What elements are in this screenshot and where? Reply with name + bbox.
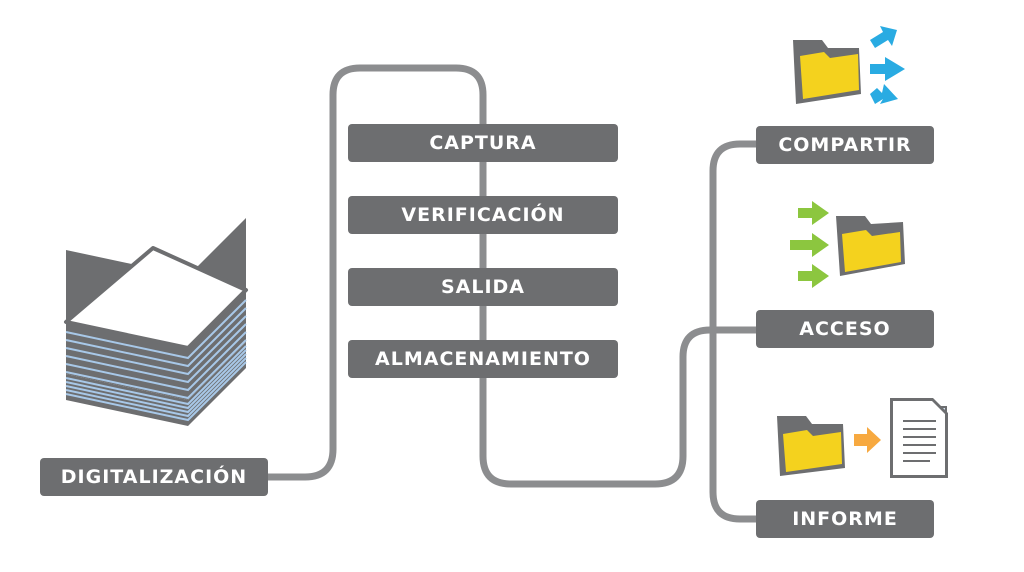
output-informe: INFORME [756, 500, 934, 538]
input-digitalizacion: DIGITALIZACIÓN [40, 458, 268, 496]
output-acceso: ACCESO [756, 310, 934, 348]
output-compartir: COMPARTIR [756, 126, 934, 164]
connector-lines [264, 64, 760, 523]
connector-digitalization-to-process [264, 64, 487, 481]
folder-share-icon [793, 26, 905, 104]
step-captura: CAPTURA [348, 124, 618, 162]
folder-report-icon [777, 416, 881, 476]
step-salida: SALIDA [348, 268, 618, 306]
document-icon [890, 398, 948, 478]
step-almacenamiento: ALMACENAMIENTO [348, 340, 618, 378]
paper-stack-icon [64, 218, 248, 426]
connector-share-to-report [709, 140, 760, 523]
step-verificacion: VERIFICACIÓN [348, 196, 618, 234]
folder-access-icon [790, 201, 905, 288]
connector-process-to-access [479, 326, 760, 488]
